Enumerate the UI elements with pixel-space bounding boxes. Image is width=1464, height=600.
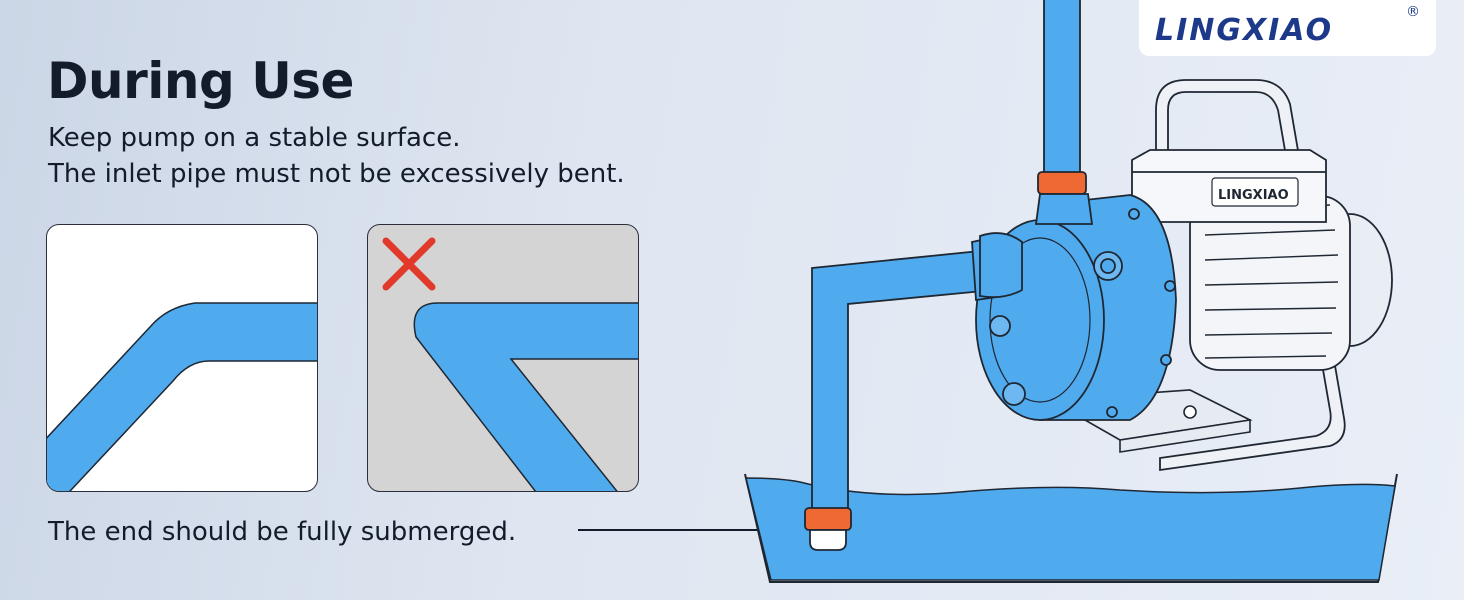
brand-logo: LINGXIAO [1155, 13, 1334, 48]
sharp-bend-pipe-illustration [382, 237, 638, 491]
incorrect-bend-panel [367, 224, 639, 492]
inlet-pipe [804, 232, 1023, 551]
instruction-line-2: The inlet pipe must not be excessively b… [48, 159, 625, 189]
pipe-sharp-bend [413, 302, 638, 491]
submerge-note: The end should be fully submerged. [48, 517, 517, 547]
outlet-pipe [1034, 0, 1094, 225]
outlet-connector [1037, 171, 1087, 195]
instruction-line-1: Keep pump on a stable surface. [48, 123, 461, 153]
logo-box [1139, 0, 1436, 56]
pump-housing [975, 194, 1177, 421]
x-icon [382, 237, 436, 291]
pump-label: LINGXIAO [1218, 188, 1289, 203]
pump-motor [1131, 149, 1393, 371]
correct-bend-panel [46, 224, 318, 492]
foot-valve [809, 529, 847, 551]
registered-mark: ® [1406, 4, 1420, 20]
gentle-bend-pipe-illustration [47, 302, 317, 491]
pipe-gentle-bend [47, 302, 317, 491]
inlet-connector [804, 507, 852, 531]
page-title: During Use [47, 52, 354, 110]
water-tank [744, 473, 1398, 583]
